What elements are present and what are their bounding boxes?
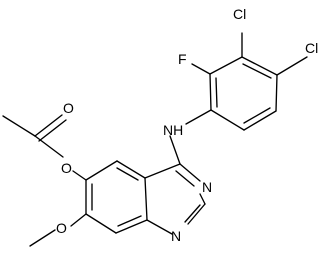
bond-c2-n1 — [187, 203, 206, 225]
bond-c6-oester — [72, 170, 87, 181]
bond-c4-n3 — [179, 163, 201, 182]
bond-n3-c2 — [199, 193, 206, 205]
bond-ar3-ar4 — [243, 110, 277, 131]
bond-ar5-ar6-inner — [215, 77, 218, 108]
bond-c8a-c4a — [144, 177, 148, 221]
atom-o-carbonyl: O — [63, 100, 74, 116]
bond-ar4-ar5 — [210, 109, 245, 131]
bond-oester-cacyl — [34, 135, 64, 158]
bond-c8-c8a — [115, 219, 148, 234]
bond-ar3-ar4-inner — [243, 107, 271, 124]
atom-n-ring-3: N — [202, 179, 212, 195]
bond-c5-c6 — [85, 160, 118, 181]
bonds — [2, 32, 308, 247]
bond-cacyl-methyl — [2, 115, 36, 137]
bond-c4a-c5 — [116, 160, 146, 179]
bond-c7-c8 — [85, 213, 117, 234]
bond-omethoxy-methyl — [29, 229, 56, 247]
bond-c4a-c4 — [144, 163, 181, 179]
atom-f: F — [178, 51, 187, 67]
bond-ar1-ar2 — [241, 56, 278, 76]
bond-c7-omethoxy — [70, 213, 87, 227]
bond-f — [191, 63, 211, 75]
atom-o-ester: O — [61, 160, 72, 176]
atom-labels: Cl Cl F NH O O N N O — [56, 6, 318, 244]
bond-n1-c8a — [146, 219, 173, 235]
atom-cl-top: Cl — [233, 6, 246, 22]
atom-nh: NH — [163, 122, 183, 138]
atom-cl-right: Cl — [305, 40, 318, 56]
bond-nh-c4 — [169, 135, 181, 165]
bond-ar5-ar6 — [209, 73, 212, 111]
bond-c4a-c5-inner — [116, 167, 139, 181]
bond-nh-aryl — [185, 109, 212, 125]
bond-cl-right — [276, 56, 308, 76]
atom-o-methoxy: O — [56, 220, 67, 236]
bond-cacyl-ocarbonyl — [34, 114, 63, 137]
bond-c8-c8a-inner — [117, 215, 142, 227]
atom-n-ring-1: N — [171, 228, 181, 244]
bond-c2-n1-inner — [184, 204, 201, 223]
bond-ar6-ar1 — [209, 56, 243, 75]
bond-ar2-ar3 — [275, 74, 278, 112]
bond-c4-n3-inner — [175, 170, 195, 187]
bond-ar1-ar2-inner — [242, 63, 272, 79]
bond-cacyl-ocarbonyl-second — [38, 119, 67, 142]
